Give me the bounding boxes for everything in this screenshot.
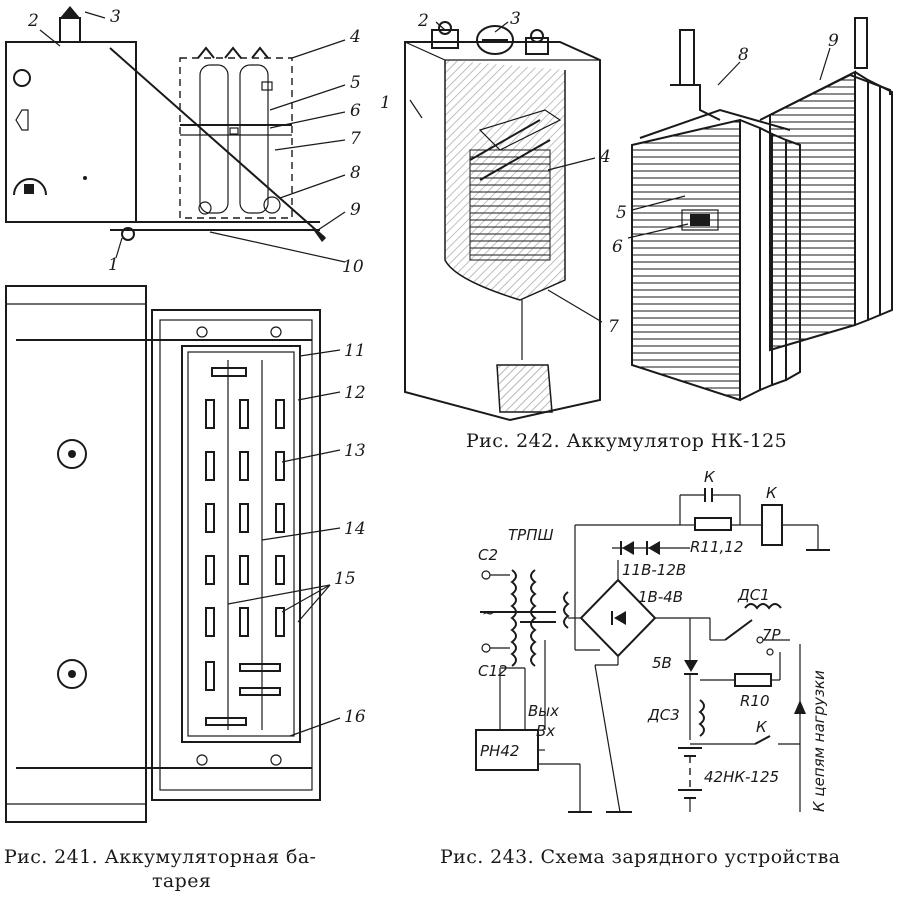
label-vh: Вх (536, 722, 555, 740)
fig243-schematic (475, 488, 830, 813)
label-battery: 42НК-125 (704, 768, 779, 786)
fig241-plan-view (5, 285, 341, 823)
fig241-label-13: 13 (344, 441, 366, 461)
fig241-label-4: 4 (349, 27, 361, 47)
fig243-caption: Рис. 243. Схема зарядного устройства (440, 846, 841, 868)
fig241-side-view (5, 6, 346, 263)
label-tilde: ~ (482, 604, 495, 622)
label-vyh: Вых (528, 702, 559, 720)
fig241-label-1: 1 (108, 255, 119, 275)
fig242-label-8: 8 (738, 45, 749, 65)
fig241-label-12: 12 (344, 383, 366, 403)
fig241-label-6: 6 (350, 101, 361, 121)
fig241-label-14: 14 (344, 519, 366, 539)
fig241-label-3: 3 (110, 7, 121, 27)
label-rn42: РН42 (480, 742, 519, 760)
label-trpsh: ТРПШ (508, 526, 554, 544)
fig241-label-7: 7 (350, 129, 361, 149)
fig242-cell-cutaway (404, 21, 603, 422)
fig241-label-8: 8 (350, 163, 361, 183)
fig242-label-1: 1 (380, 93, 391, 113)
label-k-bottom: К (756, 718, 768, 736)
fig242-label-5: 5 (616, 203, 627, 223)
label-ds3: ДС3 (647, 706, 680, 724)
label-k-relay: К (766, 484, 778, 502)
fig242-caption: Рис. 242. Аккумулятор НК-125 (466, 430, 788, 452)
fig241-label-2: 2 (27, 11, 39, 31)
label-ds1: ДС1 (737, 586, 770, 604)
label-diodes-11b: 11В-12В (622, 561, 686, 579)
fig242-label-4: 4 (599, 147, 611, 167)
fig242-label-3: 3 (510, 9, 521, 29)
fig241-label-15: 15 (334, 569, 356, 589)
label-5v: 5В (652, 654, 672, 672)
label-r11-12: R11,12 (690, 538, 743, 556)
fig241-label-10: 10 (342, 257, 364, 277)
fig241-label-5: 5 (350, 73, 361, 93)
label-c12: С12 (478, 662, 508, 680)
fig242-label-9: 9 (828, 31, 839, 51)
fig241-label-9: 9 (350, 200, 361, 220)
fig242-label-7: 7 (608, 317, 619, 337)
label-k-top: К (704, 468, 716, 486)
fig241-label-11: 11 (344, 341, 366, 361)
label-c2: С2 (478, 546, 498, 564)
label-r10: R10 (740, 692, 770, 710)
fig241-label-16: 16 (344, 707, 366, 727)
label-7p: 7Р (762, 626, 782, 644)
fig242-label-2: 2 (417, 11, 429, 31)
fig241-caption-line2: тарея (152, 870, 212, 892)
label-diodes-1b: 1В-4В (638, 588, 683, 606)
fig242-label-6: 6 (612, 237, 623, 257)
label-load: К цепям нагрузки (810, 670, 828, 812)
fig241-caption-line1: Рис. 241. Аккумуляторная ба- (4, 846, 317, 868)
fig242-plate-blocks (627, 17, 893, 402)
